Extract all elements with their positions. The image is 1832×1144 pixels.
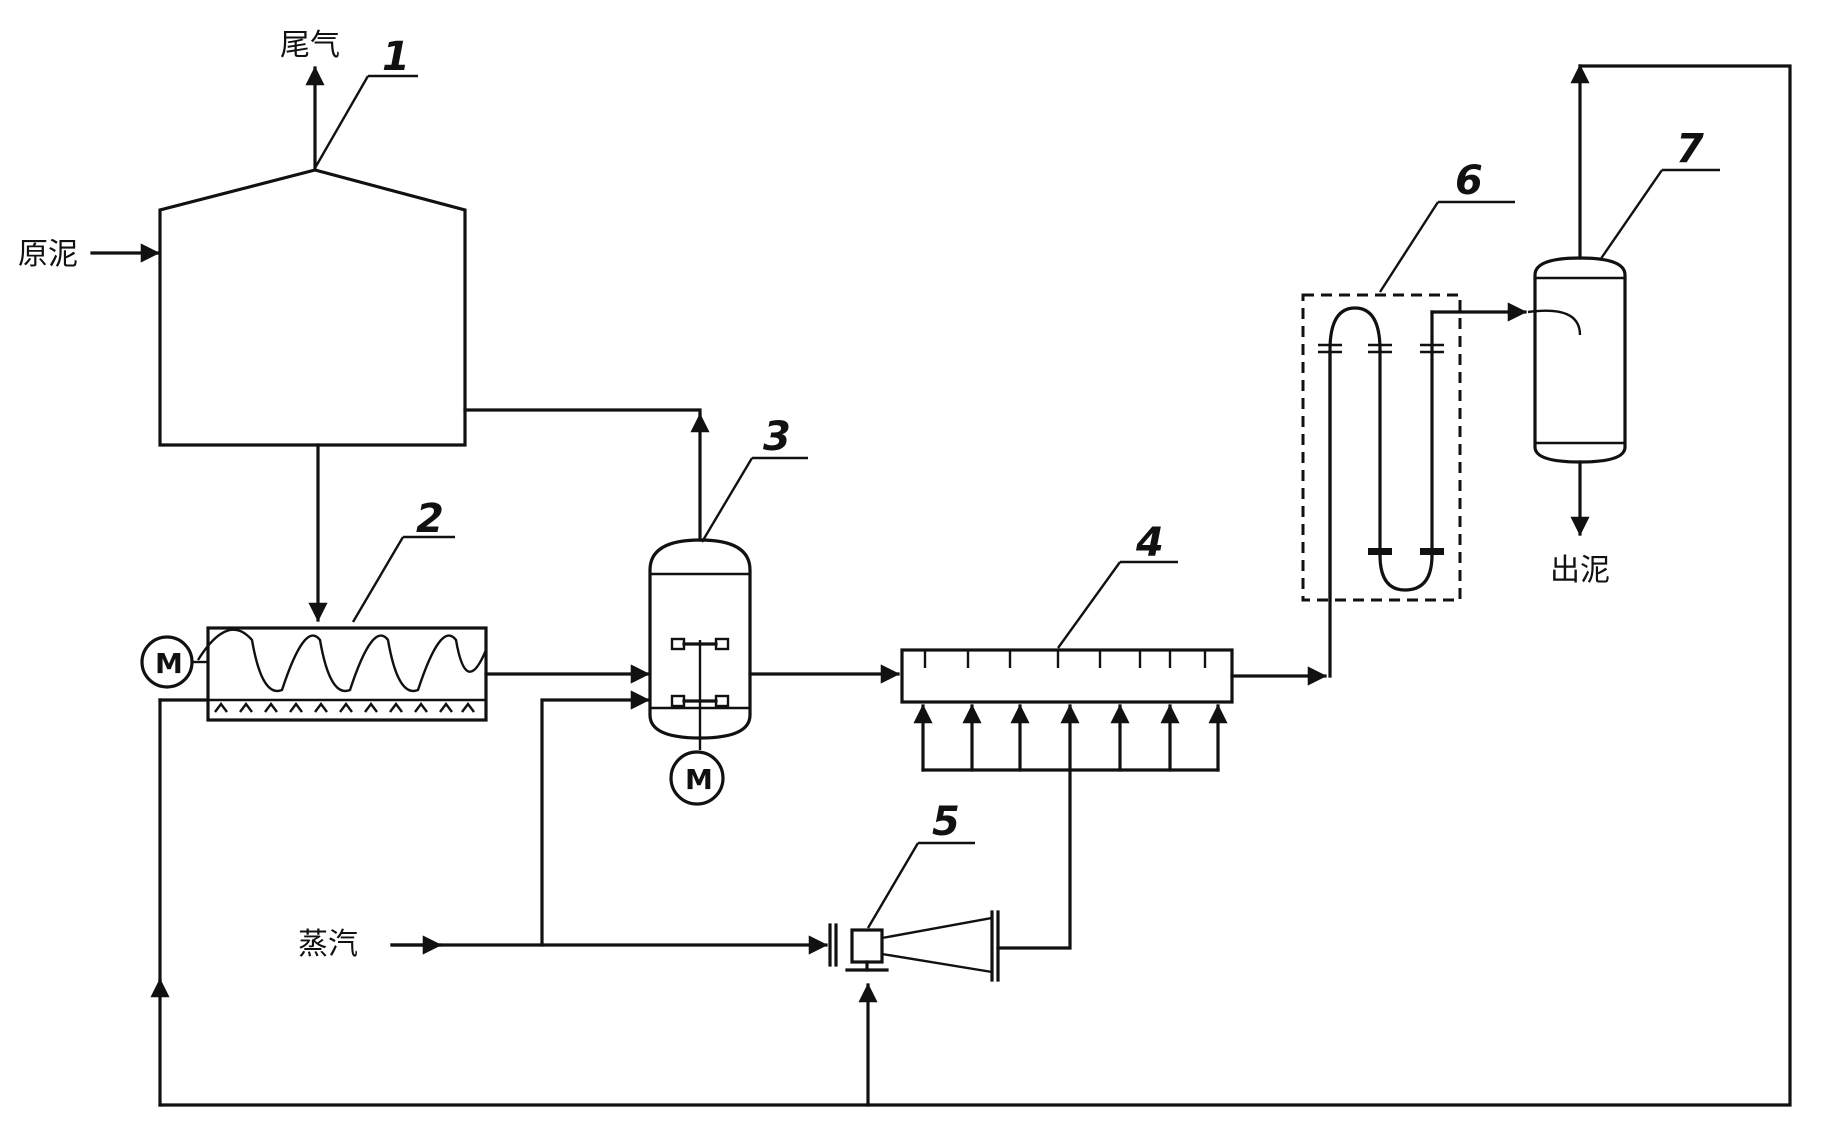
equipment-number-5: 5 — [932, 799, 960, 845]
conveyor-motor: M — [140, 635, 208, 689]
storage-hopper-1 — [158, 66, 467, 447]
equipment-number-4: 4 — [1135, 520, 1164, 566]
equipment-number-2: 2 — [416, 496, 444, 542]
conveyor-motor-symbol: M — [155, 647, 183, 680]
holding-tube-6 — [1301, 200, 1527, 602]
stirred-reactor-3 — [648, 456, 808, 750]
reactor-motor: M — [669, 750, 725, 806]
hopper-to-reactor-line — [463, 408, 702, 417]
reactor-motor-symbol: M — [685, 763, 713, 796]
screw-conveyor-2 — [196, 535, 488, 722]
steam-label: 蒸汽 — [298, 927, 358, 962]
flash-vapor-recycle-line — [150, 64, 1792, 1107]
tail-gas-label: 尾气 — [280, 28, 340, 63]
steam-to-reactor-line — [540, 690, 650, 947]
equipment-number-1: 1 — [382, 34, 410, 80]
flash-tank-7 — [1527, 168, 1720, 464]
steam-ejector-5 — [828, 841, 1000, 982]
steam-heater-4 — [900, 560, 1234, 772]
ejector-to-heater-line — [996, 768, 1072, 950]
equipment-number-6: 6 — [1455, 158, 1483, 204]
out-sludge-label: 出泥 — [1550, 553, 1610, 588]
raw-sludge-label: 原泥 — [18, 237, 78, 272]
equipment-number-7: 7 — [1676, 126, 1704, 172]
steam-nozzles-conveyor — [214, 702, 475, 713]
equipment-number-3: 3 — [763, 414, 791, 460]
